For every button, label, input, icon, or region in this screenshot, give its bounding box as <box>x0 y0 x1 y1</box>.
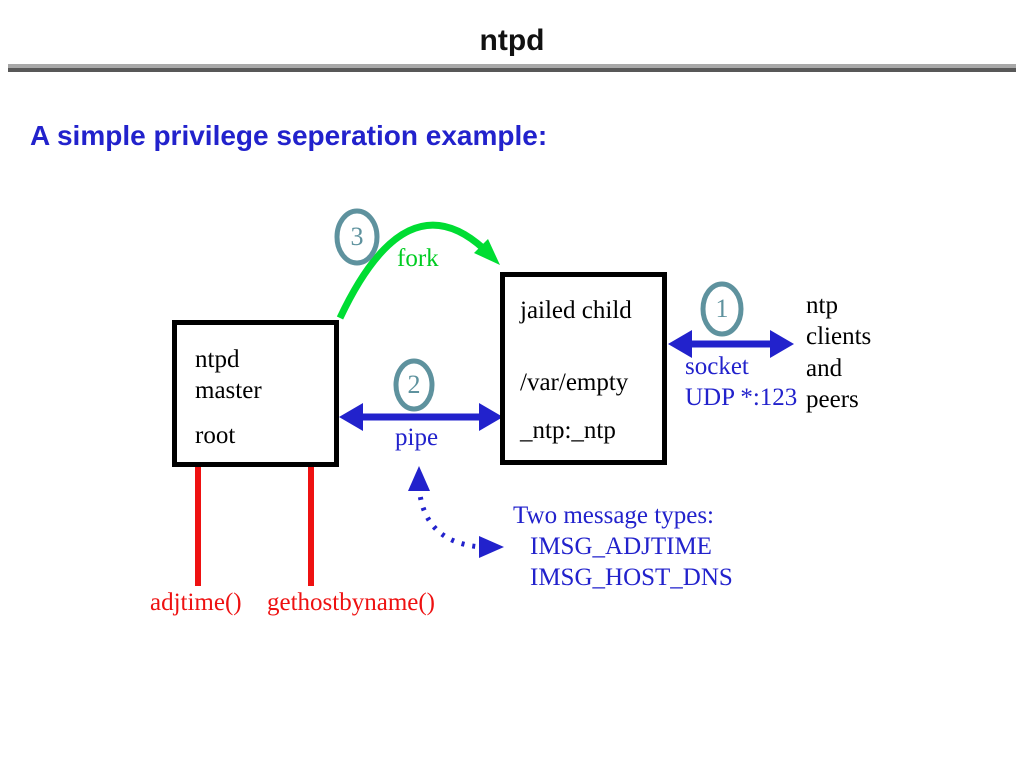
step-3-number: 3 <box>350 222 364 251</box>
clients-line-3: and <box>806 355 843 382</box>
step-2-number: 2 <box>407 370 421 399</box>
socket-udp-label: UDP *:123 <box>685 384 798 411</box>
gethostbyname-label: gethostbyname() <box>267 589 436 616</box>
socket-label: socket <box>685 353 749 380</box>
child-box-line-3: _ntp:_ntp <box>520 417 616 444</box>
message-types-dotted-arrow <box>408 466 504 558</box>
message-type-adjtime: IMSG_ADJTIME <box>530 533 712 560</box>
clients-line-1: ntp <box>806 292 838 319</box>
subtitle: A simple privilege seperation example: <box>30 120 548 151</box>
message-types-title: Two message types: <box>513 502 714 529</box>
child-box-line-1: jailed child <box>520 297 632 324</box>
master-box-line-1: ntpd <box>195 346 240 373</box>
title-rule-light <box>8 64 1016 68</box>
adjtime-label: adjtime() <box>150 589 242 616</box>
jailed-child-box: jailed child /var/empty _ntp:_ntp <box>500 272 667 465</box>
message-type-hostdns: IMSG_HOST_DNS <box>530 564 733 591</box>
pipe-label: pipe <box>395 424 439 451</box>
fork-label: fork <box>397 245 439 272</box>
clients-line-4: peers <box>806 386 859 413</box>
child-box-line-2: /var/empty <box>520 369 629 396</box>
clients-line-2: clients <box>806 323 872 350</box>
title-rule-dark <box>8 68 1016 72</box>
title-rule <box>8 64 1016 72</box>
slide-title: ntpd <box>479 24 545 57</box>
step-1-number: 1 <box>715 294 729 323</box>
ntpd-master-box: ntpd master root <box>172 320 339 467</box>
master-box-line-2: master <box>195 377 262 404</box>
master-box-line-3: root <box>195 422 236 449</box>
